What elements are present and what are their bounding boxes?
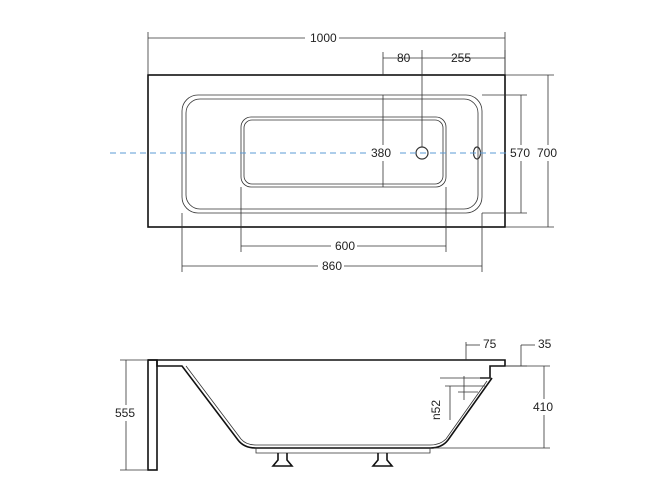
top-inner-basin [181, 94, 483, 214]
dim-depth: 410 [533, 400, 553, 414]
side-legs [255, 448, 431, 467]
top-floor-2 [243, 119, 444, 185]
top-outer-rim [147, 74, 506, 228]
dim-total-height: 555 [115, 406, 135, 420]
dim-width-inner: 570 [510, 146, 530, 160]
dim-drain-offset: 255 [451, 51, 471, 65]
dim-width-outer: 700 [537, 146, 557, 160]
side-view: n52 555 75 35 410 [114, 337, 558, 471]
top-floor [240, 116, 447, 188]
dim-inner-floor-width: 380 [371, 146, 391, 160]
dim-length: 1000 [310, 31, 337, 45]
side-front-panel [147, 359, 158, 471]
dim-overflow-offset: 80 [397, 51, 411, 65]
dim-overflow-height: n52 [429, 400, 443, 420]
top-view: 1000 80 255 700 570 380 600 [110, 30, 560, 274]
dim-rim-thickness: 35 [538, 337, 552, 351]
side-rim [148, 359, 506, 379]
dim-floor-length: 600 [335, 239, 355, 253]
top-inner-basin-2 [185, 98, 479, 210]
overflow-fitting [440, 376, 490, 420]
dim-rim-offset: 75 [483, 337, 497, 351]
dim-inner-length: 860 [322, 259, 342, 273]
